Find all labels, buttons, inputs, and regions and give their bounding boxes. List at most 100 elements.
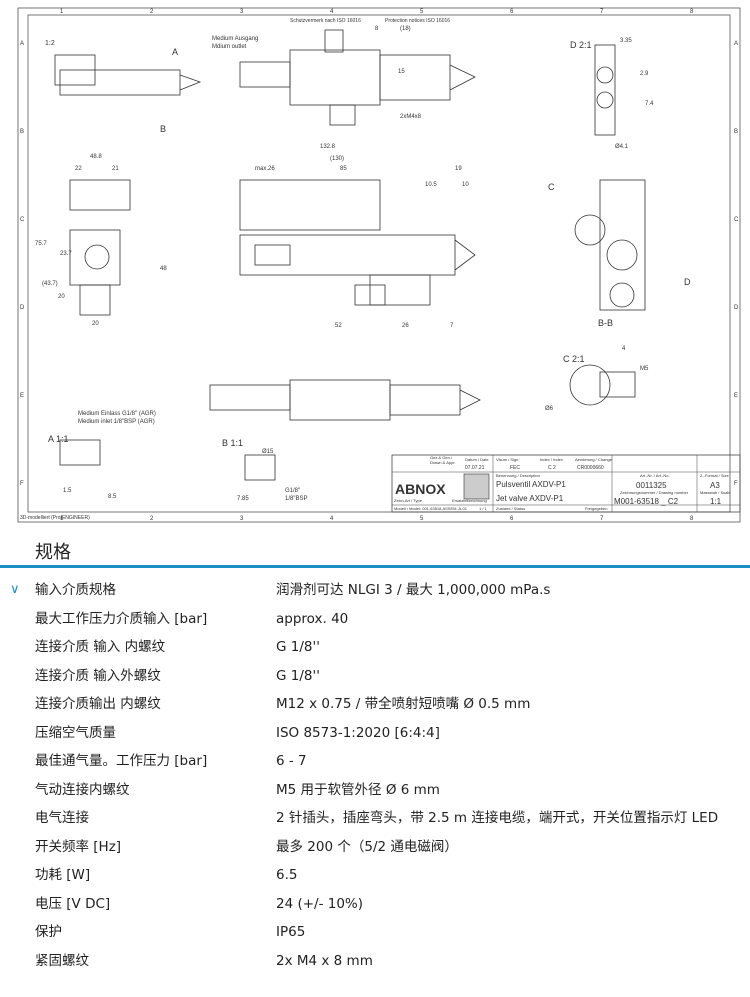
date: 07.07.21: [465, 465, 485, 471]
border-number: 7: [600, 516, 604, 522]
description-label: Benennung / Description: [496, 473, 540, 478]
protection-notice-en: Protection notices ISO 16016: [385, 18, 450, 24]
spec-row[interactable]: ∨输入介质规格润滑剂可达 NLGI 3 / 最大 1,000,000 mPa.s: [0, 576, 750, 604]
border-number: 5: [420, 9, 424, 15]
valve-views: [54, 29, 646, 481]
change: CR0000660: [577, 465, 604, 471]
spec-label: 电压 [V DC]: [35, 895, 111, 912]
visum: FEC: [510, 465, 520, 471]
article-number: 0011325: [636, 481, 667, 490]
scale: 1:1: [710, 497, 722, 506]
dimension-label: 7.85: [237, 496, 249, 502]
dimension-label: (18): [400, 26, 411, 32]
border-number: 2: [150, 516, 154, 522]
spec-label: 电气连接: [35, 810, 89, 826]
border-letter: E: [20, 393, 24, 399]
dimension-label: 2.9: [640, 71, 649, 77]
scale-note: 1:2: [45, 40, 55, 47]
section-label: B-B: [598, 318, 613, 328]
format-label: Z.-Format / Size: [700, 473, 729, 478]
border-letter: D: [20, 305, 25, 311]
border-number: 3: [240, 9, 244, 15]
section-label: D: [684, 277, 691, 287]
description-en: Jet valve AXDV-P1: [496, 494, 564, 503]
spec-label: 气动连接内螺纹: [35, 781, 130, 798]
dimension-label: 1.5: [63, 488, 72, 494]
status: Freigegeben: [585, 506, 607, 511]
dimension-label: 52: [335, 323, 342, 329]
spec-value: G 1/8'': [276, 667, 320, 684]
dimension-label: Ø6: [545, 406, 554, 412]
border-letter: F: [734, 481, 738, 487]
index-label: Index / Index: [540, 457, 563, 462]
border-letter: F: [20, 481, 24, 487]
border-number: 5: [420, 516, 424, 522]
dimension-label: 132.8: [320, 144, 336, 150]
border-number: 3: [240, 516, 244, 522]
dimension-label: 20: [58, 294, 65, 300]
section-label: D 2:1: [570, 40, 592, 50]
dimension-label: 26: [402, 323, 409, 329]
spec-label: 连接介质 输入外螺纹: [35, 667, 161, 684]
medium-inlet-label: Medium Einlass G1/8" (AGR): [78, 411, 156, 417]
dimension-label: (43.7): [42, 281, 58, 287]
protection-notice: Schutzvermerk nach ISO 16016: [290, 18, 361, 24]
spec-row: 最佳通气量。工作压力 [bar]6 - 7: [0, 747, 750, 775]
border-letter: B: [734, 129, 738, 135]
border-letter: A: [734, 41, 738, 47]
scale-label: Massstab / Scale: [700, 490, 731, 495]
spec-label: 输入介质规格: [35, 582, 116, 598]
dimension-label: Ø15: [262, 449, 274, 455]
spec-value: IP65: [276, 924, 306, 940]
dimension-label: 10.5: [425, 182, 437, 188]
spec-value: 最多 200 个（5/2 通电磁阀）: [276, 838, 458, 855]
spec-label: 连接介质输出 内螺纹: [35, 696, 161, 712]
dimension-label: 48: [160, 266, 167, 272]
dimension-label: 8.5: [108, 494, 117, 500]
title-block: Gez.& Gen./ Drawn & Appr. Datum / Date 0…: [391, 454, 741, 513]
sheet-number: 1 / 1: [479, 506, 488, 511]
border-letter: C: [734, 217, 739, 223]
chevron-down-icon[interactable]: ∨: [10, 582, 20, 597]
spec-row: 功耗 [W]6.5: [0, 861, 750, 889]
spec-label: 开关频率 [Hz]: [35, 838, 122, 855]
spec-value: 6 - 7: [276, 753, 307, 769]
date-label: Datum / Date: [465, 457, 489, 462]
dimension-label: 20: [92, 321, 99, 327]
spec-value: approx. 40: [276, 610, 349, 627]
dimension-label: 8: [375, 26, 379, 32]
spec-value: 2x M4 x 8 mm: [276, 952, 373, 969]
spec-label: 最大工作压力介质输入 [bar]: [35, 610, 208, 627]
border-number: 4: [330, 516, 334, 522]
dimension-label: 22: [75, 166, 82, 172]
dimension-label: max.26: [255, 166, 275, 172]
border-number: 1: [60, 516, 64, 522]
border-letter: E: [734, 393, 738, 399]
spec-value: 6.5: [276, 867, 298, 883]
section-label: C 2:1: [563, 354, 585, 364]
border-number: 8: [690, 9, 694, 15]
border-number: 7: [600, 9, 604, 15]
spec-value: 2 针插头，插座弯头，带 2.5 m 连接电缆，端开式，开关位置指示灯 LED: [276, 810, 719, 826]
paper-format: A3: [710, 481, 720, 490]
dimension-label: 3.35: [620, 38, 632, 44]
dimension-label: 75.7: [35, 241, 47, 247]
border-number: 1: [60, 9, 64, 15]
spec-row: 最大工作压力介质输入 [bar] approx. 40: [0, 605, 750, 633]
type-label: Zeich.Art / Type: [394, 498, 423, 503]
border-letter: A: [20, 41, 24, 47]
section-label: B 1:1: [222, 438, 243, 448]
abnox-logo: ABNOX: [395, 481, 446, 497]
border-letter: D: [734, 305, 739, 311]
spec-row: 开关频率 [Hz] 最多 200 个（5/2 通电磁阀）: [0, 833, 750, 861]
spec-row: 电压 [V DC]24 (+/- 10%): [0, 890, 750, 918]
index: C 2: [548, 465, 556, 471]
dimension-label: 85: [340, 166, 347, 172]
description-de: Pulsventil AXDV-P1: [496, 480, 566, 489]
dimension-label: 7.4: [645, 101, 654, 107]
spec-title: 规格: [35, 542, 71, 563]
medium-inlet-label-en: Medium inlet 1/8"BSP (AGR): [78, 419, 155, 425]
